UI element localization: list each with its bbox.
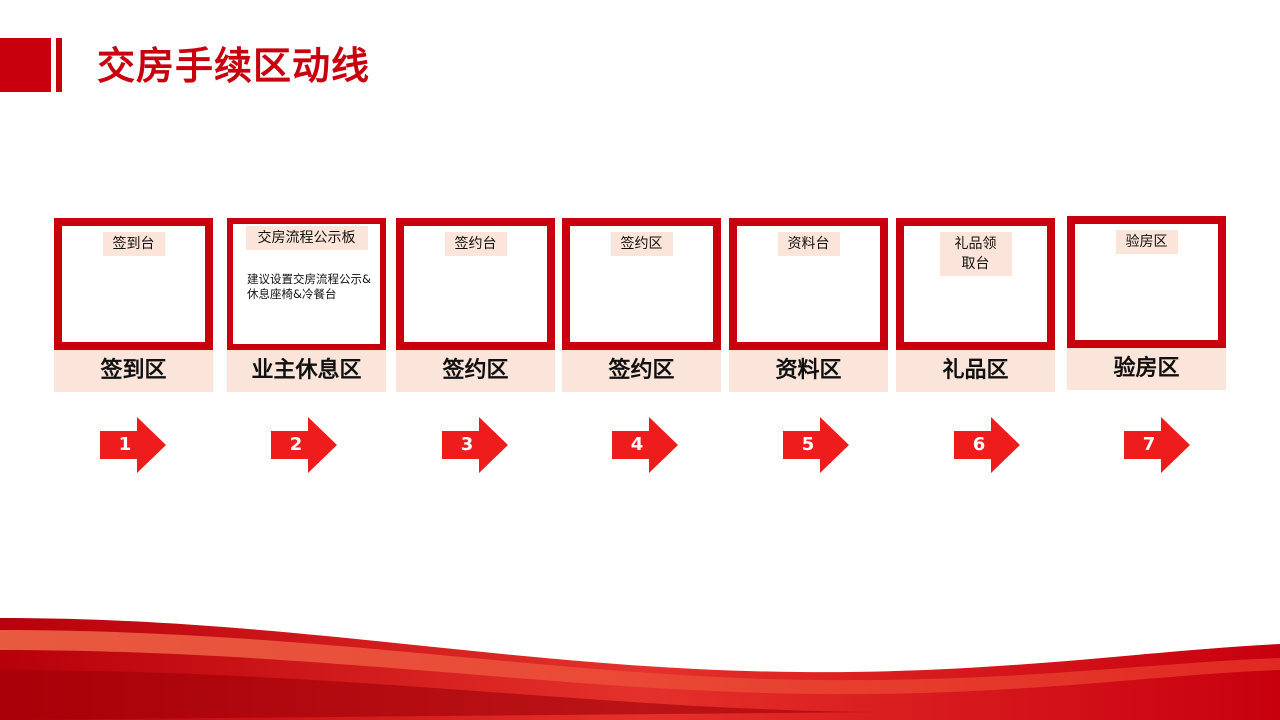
station-tag: 签约台 bbox=[444, 232, 507, 256]
station-card-2: 交房流程公示板 建议设置交房流程公示&休息座椅&冷餐台 业主休息区 bbox=[227, 218, 386, 394]
station-frame bbox=[729, 218, 888, 350]
arrow-right-icon bbox=[612, 417, 678, 473]
arrow-right-icon bbox=[783, 417, 849, 473]
step-arrow-6: 6 bbox=[954, 417, 1020, 473]
station-note: 建议设置交房流程公示&休息座椅&冷餐台 bbox=[247, 272, 371, 301]
step-number: 3 bbox=[460, 434, 474, 455]
arrow-right-icon bbox=[1124, 417, 1190, 473]
footer-wave-decoration bbox=[0, 618, 1280, 720]
station-tag: 礼品领取台 bbox=[939, 232, 1012, 276]
station-tag: 签到台 bbox=[102, 232, 165, 256]
station-card-1: 签到台 签到区 bbox=[54, 218, 213, 394]
arrow-right-icon bbox=[100, 417, 166, 473]
step-arrow-7: 7 bbox=[1124, 417, 1190, 473]
step-number: 1 bbox=[118, 434, 132, 455]
step-number: 7 bbox=[1142, 434, 1156, 455]
station-tag: 交房流程公示板 bbox=[245, 226, 368, 250]
station-card-3: 签约台 签约区 bbox=[396, 218, 555, 394]
station-card-4: 签约区 签约区 bbox=[562, 218, 721, 394]
step-arrow-3: 3 bbox=[442, 417, 508, 473]
header-accent-block bbox=[0, 38, 51, 92]
step-arrow-4: 4 bbox=[612, 417, 678, 473]
zone-label: 签约区 bbox=[562, 350, 721, 392]
arrow-right-icon bbox=[271, 417, 337, 473]
station-tag: 签约区 bbox=[610, 232, 673, 256]
step-number: 6 bbox=[972, 434, 986, 455]
station-tag: 验房区 bbox=[1115, 230, 1178, 254]
station-card-7: 验房区 验房区 bbox=[1067, 216, 1226, 392]
step-arrow-2: 2 bbox=[271, 417, 337, 473]
station-tag: 资料台 bbox=[777, 232, 840, 256]
station-card-5: 资料台 资料区 bbox=[729, 218, 888, 394]
zone-label: 验房区 bbox=[1067, 348, 1226, 390]
zone-label: 资料区 bbox=[729, 350, 888, 392]
step-number: 4 bbox=[630, 434, 644, 455]
arrow-right-icon bbox=[954, 417, 1020, 473]
step-number: 5 bbox=[801, 434, 815, 455]
zone-label: 礼品区 bbox=[896, 350, 1055, 392]
station-frame bbox=[562, 218, 721, 350]
zone-label: 业主休息区 bbox=[227, 350, 386, 392]
step-arrow-1: 1 bbox=[100, 417, 166, 473]
step-arrow-5: 5 bbox=[783, 417, 849, 473]
step-number: 2 bbox=[289, 434, 303, 455]
arrow-right-icon bbox=[442, 417, 508, 473]
header-accent-line bbox=[56, 38, 62, 92]
page-title: 交房手续区动线 bbox=[97, 44, 371, 88]
zone-label: 签约区 bbox=[396, 350, 555, 392]
station-card-6: 礼品领取台 礼品区 bbox=[896, 218, 1055, 394]
zone-label: 签到区 bbox=[54, 350, 213, 392]
